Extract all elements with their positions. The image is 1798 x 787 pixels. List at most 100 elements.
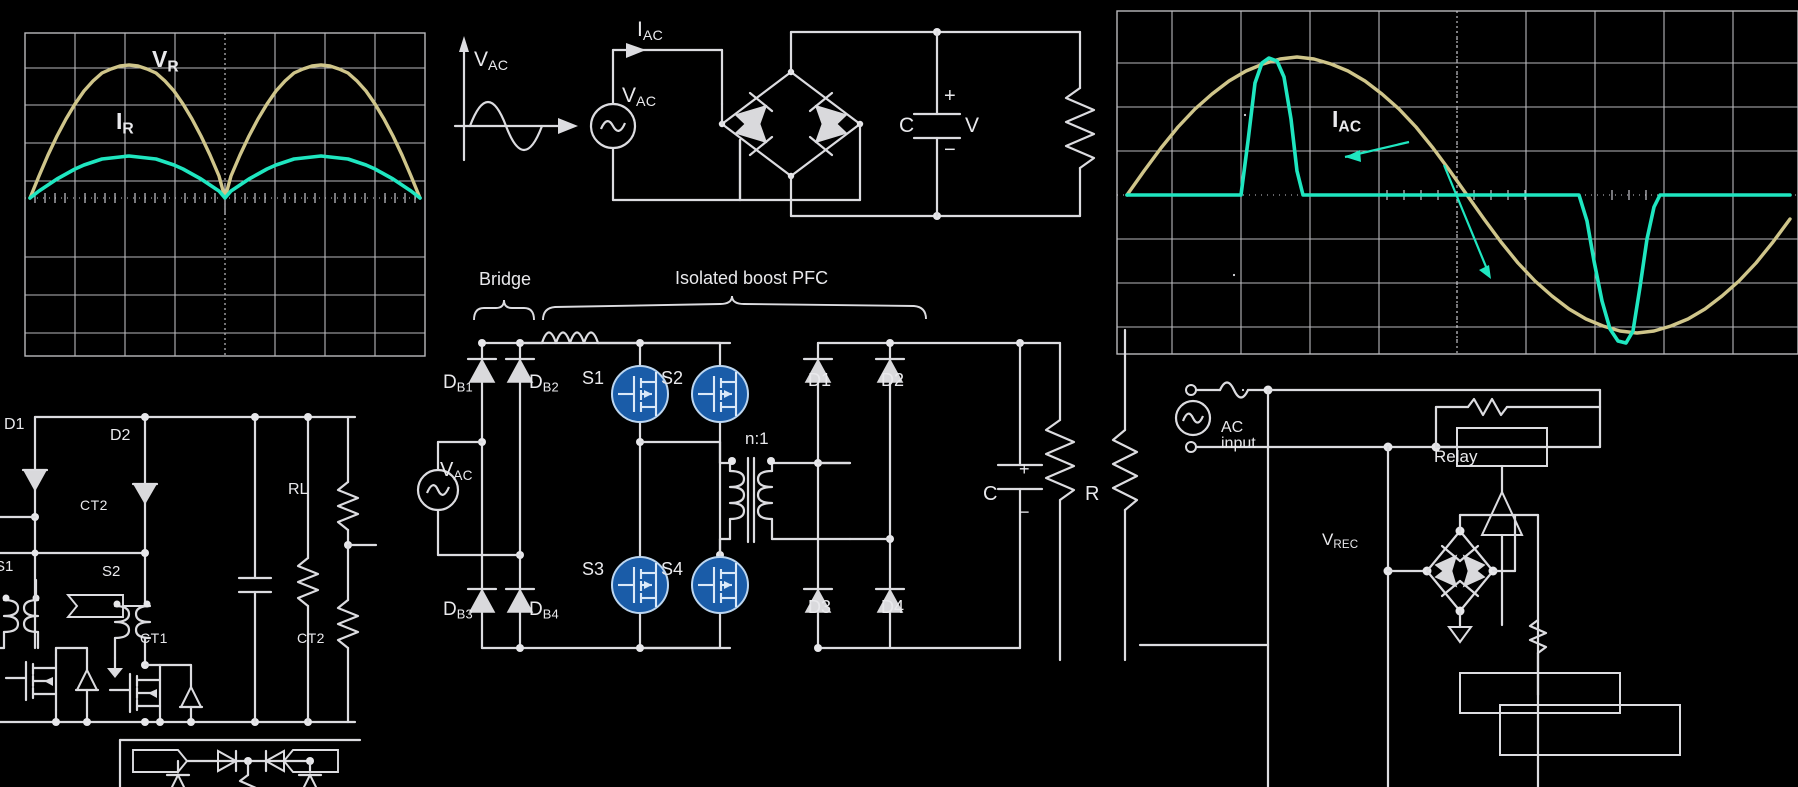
pfc-load-resistor-svg: [1111, 328, 1139, 662]
br-rectifier-bridge: [1383, 445, 1540, 787]
scope-right-panel: [1116, 10, 1798, 355]
br-feedback-divider: [1459, 618, 1681, 756]
bl-label-d2: D2: [110, 427, 131, 444]
bridge-brace: [473, 299, 535, 321]
bl-current-transformer-1: [0, 578, 40, 650]
scope-left-label-ir: IR: [116, 108, 134, 138]
pfc-brace: [542, 295, 927, 321]
pfc-label-cap: C: [983, 483, 998, 505]
pfc-label-db3: DB3: [443, 599, 473, 622]
scope-left-grid: [25, 33, 425, 356]
br-label-relay: Relay: [1434, 447, 1478, 466]
pfc-brace-pfc-label: Isolated boost PFC: [675, 268, 829, 288]
bl-body-diode-s1: [54, 646, 100, 724]
bl-label-ct1-bottom: CT1: [140, 630, 168, 646]
bl-gate-drive-network: [118, 738, 362, 787]
br-driver-buffer: [1480, 464, 1524, 627]
isolated-boost-pfc-circuit: [416, 260, 1170, 670]
boost-inductor: [518, 331, 642, 345]
br-inrush-resistor: [1232, 273, 1245, 392]
bl-output-cap: [237, 413, 273, 724]
mosfet-s1: [611, 365, 669, 423]
transformer: [638, 440, 852, 557]
vac-waveform-icon: [453, 36, 578, 162]
pfc-load-resistor-group: [1095, 328, 1155, 662]
bl-load-resistor-rl: [296, 413, 320, 724]
pfc-label-d2: D2: [881, 370, 905, 390]
bridge-cap-label: C: [899, 114, 915, 137]
bl-diode-d1: [21, 468, 49, 492]
bl-feedback-divider: [336, 415, 378, 724]
diode-bridge: [718, 48, 864, 202]
trace-vac-right: [1125, 55, 1792, 335]
pfc-label-turns-ratio: n:1: [745, 429, 769, 448]
pfc-label-db2: DB2: [529, 372, 559, 395]
br-input-inductor: [1195, 381, 1602, 647]
scope-right-svg: [1116, 10, 1798, 355]
scope-left-label-vr: VR: [152, 46, 179, 76]
pfc-ac-source: [416, 440, 522, 557]
bottom-left-svg: [0, 413, 378, 787]
mosfet-s2: [691, 365, 749, 423]
ac-source-symbol: [589, 102, 637, 150]
annotation-arrow-lower: [1442, 164, 1491, 279]
two-switch-forward-converter-circuit: [0, 400, 380, 787]
pfc-switch-bridge: [611, 339, 749, 652]
pfc-label-db4: DB4: [529, 599, 559, 622]
bl-diode-d2: [131, 482, 159, 505]
br-label-vrec: VREC: [1322, 530, 1359, 552]
trace-ir: [28, 154, 422, 200]
pfc-label-d4: D4: [881, 597, 905, 617]
pfc-label-db1: DB1: [443, 372, 473, 395]
bridge-vac-wave-label: VAC: [474, 48, 509, 74]
bridge-output-voltage-label: V: [965, 114, 980, 137]
pfc-output-rectifier: [802, 339, 1062, 652]
bridge-minus-sign: −: [944, 139, 956, 161]
scope-left-svg: [24, 32, 426, 357]
bl-label-s1: S1: [0, 558, 14, 575]
bl-label-d1: D1: [4, 416, 25, 433]
mosfet-s4: [691, 556, 749, 614]
pfc-svg: [416, 295, 1076, 662]
bridge-iac-label: IAC: [637, 18, 664, 44]
pfc-label-load: R: [1085, 483, 1100, 505]
pfc-minus-sign: −: [1019, 502, 1030, 522]
pfc-plus-sign: +: [1019, 459, 1030, 479]
inrush-limiter-relay-circuit: [1138, 113, 1798, 787]
pfc-label-s2: S2: [661, 368, 684, 388]
transformer-dot-secondary: [767, 457, 775, 465]
bl-label-ct2-top: CT2: [80, 497, 108, 513]
scope-left-panel: [24, 32, 426, 357]
bridge-rectifier-circuit: [450, 10, 1110, 240]
bl-body-diode-s2: [158, 663, 204, 724]
source-loop-wires: [611, 43, 742, 202]
transformer-dot-primary: [728, 457, 736, 465]
pfc-brace-bridge-label: Bridge: [479, 269, 532, 289]
br-label-ac: AC: [1221, 419, 1244, 436]
bl-label-s2: S2: [102, 563, 121, 580]
output-rails: [789, 28, 1096, 220]
pfc-label-vac: VAC: [440, 459, 473, 483]
mosfet-s3: [611, 556, 669, 614]
trace-iac-right: [1125, 56, 1792, 345]
scope-right-label-iac: IAC: [1332, 106, 1362, 136]
pfc-label-s4: S4: [661, 559, 684, 579]
pfc-label-s3: S3: [582, 559, 605, 579]
pfc-label-d1: D1: [808, 370, 832, 390]
bl-mosfet-s1: [4, 646, 58, 724]
bridge-plus-sign: +: [944, 85, 956, 107]
bl-label-ct2-bottom: CT2: [297, 630, 325, 646]
iac-current-arrow: [626, 43, 646, 58]
br-lower-wires: [1138, 643, 1270, 787]
pfc-label-s1: S1: [582, 368, 605, 388]
bl-ground-2: [107, 656, 123, 678]
pfc-output-filter: [996, 339, 1076, 662]
bl-label-rl: RL: [288, 481, 309, 498]
bridge-vac-source-label: VAC: [622, 84, 657, 110]
annotation-arrow-upper: [1344, 140, 1410, 162]
bridge-rectifier-svg: [453, 28, 1096, 220]
bl-ct2-tag-left: [65, 594, 124, 618]
br-label-input: input: [1221, 435, 1256, 452]
br-ac-input-source: [1174, 384, 1212, 453]
